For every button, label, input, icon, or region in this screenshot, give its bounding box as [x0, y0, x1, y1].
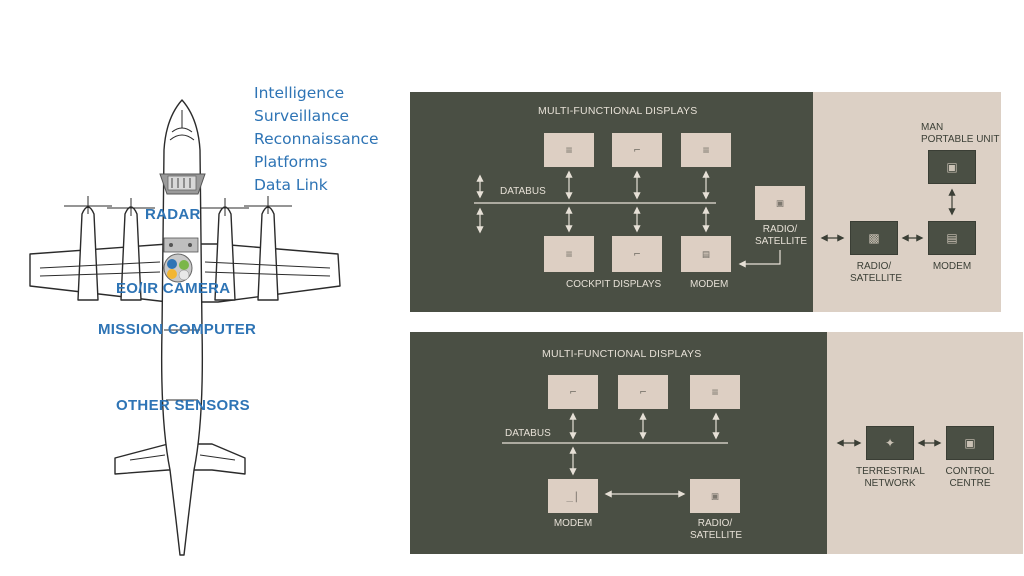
ground-modem: ▤	[928, 221, 976, 255]
isr-line: Data Link	[254, 176, 328, 194]
bottom-modem-label: MODEM	[553, 518, 593, 529]
radio-icon: ▩	[868, 231, 880, 245]
mfd-display-3: ≡	[681, 133, 731, 167]
man-portable-unit: ▣	[928, 150, 976, 184]
monitor-icon: ▣	[964, 436, 976, 450]
eo-ir-camera-label: EO/IR CAMERA	[116, 280, 231, 297]
control-centre: ▣	[946, 426, 994, 460]
control-centre-label: CONTROL CENTRE	[945, 466, 995, 489]
radar-label: RADAR	[145, 206, 201, 223]
bottom-radio-satellite: ▣	[690, 479, 740, 513]
top-databus-label: DATABUS	[500, 186, 546, 197]
radio-icon: ▣	[711, 489, 719, 503]
modem-icon: ▤	[946, 231, 958, 245]
bottom-mfd-display-3: ≡	[690, 375, 740, 409]
bottom-mfd-display-2: ⌐	[618, 375, 668, 409]
terrestrial-network: ✦	[866, 426, 914, 460]
onboard-radio-satellite: ▣	[755, 186, 805, 220]
cockpit-displays-label: COCKPIT DISPLAYS	[566, 279, 662, 290]
display-icon: ≡	[565, 143, 573, 157]
onboard-modem: ▤	[681, 236, 731, 272]
isr-title-list: Intelligence Surveillance Reconnaissance…	[254, 82, 379, 197]
isr-line: Platforms	[254, 153, 328, 171]
terrestrial-network-label: TERRESTRIAL NETWORK	[856, 466, 925, 489]
display-icon: ⌐	[639, 385, 647, 399]
ground-modem-label: MODEM	[932, 261, 972, 272]
top-onboard-panel	[410, 92, 813, 312]
bottom-modem: _|	[548, 479, 598, 513]
bottom-mfd-title: MULTI-FUNCTIONAL DISPLAYS	[542, 348, 702, 360]
eo-ir-camera-icon	[163, 253, 193, 283]
mfd-display-1: ≡	[544, 133, 594, 167]
modem-icon: ▤	[702, 247, 710, 261]
display-icon: ≡	[565, 247, 573, 261]
isr-line: Reconnaissance	[254, 130, 379, 148]
top-mfd-title: MULTI-FUNCTIONAL DISPLAYS	[538, 105, 698, 117]
bottom-databus-label: DATABUS	[505, 428, 551, 439]
top-ground-panel	[813, 92, 1001, 312]
mfd-display-2: ⌐	[612, 133, 662, 167]
mission-computer-label: MISSION COMPUTER	[98, 321, 257, 338]
isr-line: Intelligence	[254, 84, 345, 102]
radar-pod-icon	[159, 173, 206, 195]
cockpit-display-2: ⌐	[612, 236, 662, 272]
onboard-radio-satellite-label: RADIO/ SATELLITE	[755, 224, 808, 247]
terminal-icon: ▣	[946, 160, 958, 174]
man-portable-unit-label: MAN PORTABLE UNIT	[921, 122, 1000, 145]
ground-radio-satellite-label: RADIO/ SATELLITE	[850, 261, 903, 284]
display-icon: ≡	[711, 385, 719, 399]
ground-radio-satellite: ▩	[850, 221, 898, 255]
cockpit-display-1: ≡	[544, 236, 594, 272]
other-sensors-label: OTHER SENSORS	[116, 397, 250, 414]
display-icon: ⌐	[633, 247, 641, 261]
mission-computer-icon	[163, 237, 199, 253]
display-icon: ⌐	[633, 143, 641, 157]
radio-icon: ▣	[776, 196, 784, 210]
bottom-mfd-display-1: ⌐	[548, 375, 598, 409]
display-icon: ≡	[702, 143, 710, 157]
display-icon: ⌐	[569, 385, 577, 399]
onboard-modem-label: MODEM	[690, 279, 729, 290]
tools-icon: ✦	[884, 436, 896, 450]
bottom-radio-satellite-label: RADIO/ SATELLITE	[690, 518, 743, 541]
modem-icon: _|	[566, 489, 580, 503]
isr-line: Surveillance	[254, 107, 350, 125]
